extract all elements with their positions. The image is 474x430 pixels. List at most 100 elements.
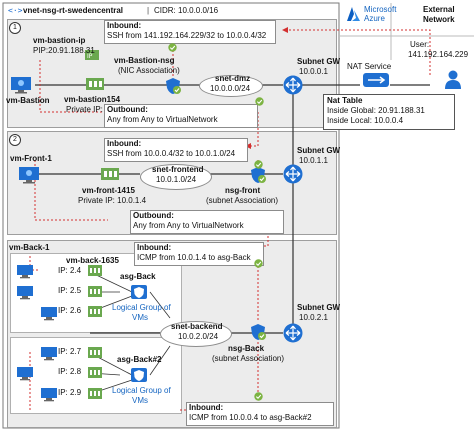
check-icon [254, 160, 263, 169]
s3-inbound-rule-box [134, 242, 264, 266]
s2-gw-label: Subnet GW [297, 146, 341, 155]
nat-inside-global: Inside Global: 20.91.188.31 [327, 106, 425, 115]
s2-vm-name: vm-Front-1 [10, 154, 52, 163]
s2-subnet-pill [140, 164, 212, 190]
nat-table-title: Nat Table [327, 96, 363, 105]
s3-inbound2-rule-box [186, 402, 334, 426]
vm-icon[interactable] [40, 346, 58, 361]
vnet-separator: | [147, 6, 150, 15]
svg-text:<·>: <·> [8, 6, 23, 15]
s3-inbound2-rule: ICMP from 10.0.0.4 to asg-Back#2 [189, 413, 312, 422]
s2-inbound-title: Inbound: [107, 139, 142, 148]
azure-brand-line1: Microsoft [364, 5, 397, 14]
s1-nic-name: vm-bastion154 [64, 95, 121, 104]
s3-subnet-pill [160, 321, 232, 347]
s1-inbound-title: Inbound: [107, 21, 142, 30]
svg-text:IP: IP [87, 53, 93, 60]
s2-nsg-assoc: (subnet Association) [206, 196, 279, 205]
external-label-2: Network [423, 15, 455, 24]
section-1-number: 1 [9, 22, 21, 34]
s1-inbound-rule: SSH from 141.192.164.229/32 to 10.0.0.4/… [107, 31, 267, 40]
s2-subnet-name: snet-frontend [152, 165, 204, 174]
router-icon [283, 75, 303, 95]
vm-icon[interactable] [40, 306, 58, 321]
nat-table [323, 94, 455, 130]
asg-icon [130, 284, 148, 300]
s3-asg-b-desc-1: Logical Group of [112, 386, 171, 395]
nic-icon [88, 388, 102, 399]
nic-icon [88, 367, 102, 378]
s3-asg-a-desc-2: VMs [132, 313, 148, 322]
s3-inbound-title: Inbound: [137, 243, 172, 252]
check-icon [254, 259, 263, 268]
s2-nsg-name: nsg-front [225, 186, 261, 195]
s2-inbound-rule-box [104, 138, 248, 162]
s1-nsg-name: vm-Bastion-nsg [114, 56, 175, 65]
s2-outbound-rule: Any from Any to VirtualNetwork [133, 221, 244, 230]
vm-icon[interactable] [16, 285, 34, 300]
nic-icon [88, 306, 102, 317]
user-label: User: [410, 40, 430, 49]
s1-subnet-pill [199, 75, 263, 97]
s3-ip-a-1: IP: 2.5 [58, 286, 82, 295]
s1-inbound-rule-box [104, 20, 276, 44]
nic-icon [88, 347, 102, 358]
s3-inbound2-title: Inbound: [189, 403, 224, 412]
check-icon [255, 97, 264, 106]
s1-outbound-rule-box [104, 104, 258, 128]
external-label-1: External [423, 5, 455, 14]
s2-inbound-rule: SSH from 10.0.0.4/32 to 10.0.1.0/24 [107, 149, 236, 158]
s3-asg-b-name: asg-Back#2 [117, 355, 162, 364]
s3-nic-name: vm-back-1635 [66, 256, 119, 265]
s3-ip-b-2: IP: 2.9 [58, 388, 82, 397]
s3-asg-b-desc-2: VMs [132, 396, 148, 405]
s1-bastion-pip: PIP:20.91.188.31 [33, 46, 95, 55]
nic-icon [100, 166, 120, 182]
public-ip-icon: IP [85, 50, 99, 60]
s2-nic-name: vm-front-1415 [82, 186, 135, 195]
s3-gw-label: Subnet GW [297, 303, 341, 312]
s3-inbound-rule: ICMP from 10.0.1.4 to asg-Back [137, 253, 251, 262]
nic-icon [88, 286, 102, 297]
nsg-shield-icon [165, 77, 181, 95]
s3-subnet-name: snet-backend [171, 322, 223, 331]
s1-vm-name: vm-Bastion [6, 96, 50, 105]
azure-brand-line2: Azure [364, 14, 385, 23]
s3-asg-a-name: asg-Back [120, 272, 156, 281]
s2-subnet-cidr: 10.0.1.0/24 [156, 175, 197, 184]
nat-inside-local: Inside Local: 10.0.0.4 [327, 116, 404, 125]
s1-gw-ip: 10.0.0.1 [299, 67, 328, 76]
s1-gw-label: Subnet GW [297, 57, 341, 66]
s3-ip-a-2: IP: 2.6 [58, 306, 82, 315]
s3-gw-ip: 10.0.2.1 [299, 313, 328, 322]
nic-icon [88, 265, 102, 276]
s2-nic-ip: Private IP: 10.0.1.4 [78, 196, 147, 205]
s2-outbound-rule-box [130, 210, 284, 234]
vm-icon[interactable] [16, 264, 34, 279]
s1-nsg-assoc: (NIC Association) [118, 66, 180, 75]
s3-subnet-cidr: 10.0.2.0/24 [178, 332, 219, 341]
vnet-title: vnet-nsg-rt-swedencentral [23, 6, 124, 15]
s3-vm-group-label: vm-Back-1 [9, 243, 50, 252]
nsg-shield-icon [250, 166, 266, 184]
nic-icon [85, 76, 105, 92]
vm-icon[interactable] [10, 76, 32, 94]
vm-icon[interactable] [40, 387, 58, 402]
router-icon [283, 164, 303, 184]
s3-asg-a-desc-1: Logical Group of [112, 303, 171, 312]
asg-icon [130, 367, 148, 383]
s3-ip-b-0: IP: 2.7 [58, 347, 82, 356]
nat-icon [362, 72, 390, 88]
user-icon[interactable] [444, 70, 462, 90]
s1-subnet-name: snet-dmz [215, 74, 251, 83]
s1-subnet-cidr: 10.0.0.0/24 [210, 84, 251, 93]
vm-icon[interactable] [18, 166, 40, 184]
s3-nsg-name: nsg-Back [228, 344, 265, 353]
nsg-shield-icon [250, 323, 266, 341]
s2-gw-ip: 10.0.1.1 [299, 156, 328, 165]
s3-nsg-assoc: (subnet Association) [212, 354, 285, 363]
virtual-network-icon: <·> [8, 5, 23, 15]
s1-outbound-title: Outbound: [107, 105, 148, 114]
vm-icon[interactable] [16, 366, 34, 381]
s1-bastion-ip-name: vm-bastion-ip [33, 36, 86, 45]
